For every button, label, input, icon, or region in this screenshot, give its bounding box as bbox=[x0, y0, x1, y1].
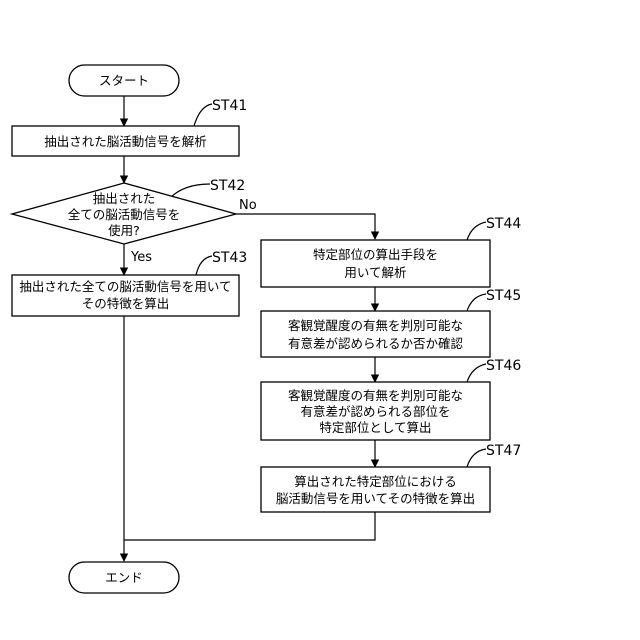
st43-text-line2: その特徴を算出 bbox=[82, 296, 170, 311]
step-st43: 抽出された全ての脳活動信号を用いて その特徴を算出 ST43 bbox=[12, 250, 247, 316]
st45-text-line2: 有意差が認められるか否か確認 bbox=[288, 336, 464, 351]
yes-label: Yes bbox=[130, 250, 152, 265]
leader-st44 bbox=[467, 222, 486, 240]
st46-text-line3: 特定部位として算出 bbox=[319, 420, 431, 435]
step-st41: 抽出された脳活動信号を解析 ST41 bbox=[12, 98, 247, 156]
step-st45: 客観覚醒度の有無を判別可能な 有意差が認められるか否か確認 ST45 bbox=[261, 288, 521, 357]
leader-st47 bbox=[467, 449, 486, 467]
st41-text: 抽出された脳活動信号を解析 bbox=[44, 134, 207, 149]
st42-text-line2: 全ての脳活動信号を bbox=[68, 207, 181, 222]
st42-text-line3: 使用? bbox=[108, 223, 140, 238]
st41-label: ST41 bbox=[212, 98, 247, 114]
st44-text-line1: 特定部位の算出手段を bbox=[313, 247, 438, 262]
st43-label: ST43 bbox=[212, 250, 247, 266]
st47-text-line2: 脳活動信号を用いてその特徴を算出 bbox=[276, 491, 475, 506]
connector-st42-st44 bbox=[236, 214, 375, 239]
end-label: エンド bbox=[105, 570, 143, 585]
leader-st42 bbox=[170, 184, 210, 198]
st46-text-line2: 有意差が認められる部位を bbox=[300, 404, 450, 419]
st45-text-line1: 客観覚醒度の有無を判別可能な bbox=[288, 318, 463, 333]
start-terminal: スタート bbox=[69, 65, 179, 96]
leader-st45 bbox=[467, 294, 486, 311]
st47-label: ST47 bbox=[486, 443, 521, 459]
end-terminal: エンド bbox=[69, 562, 179, 593]
st44-label: ST44 bbox=[486, 216, 521, 232]
connector-st47-merge bbox=[124, 512, 375, 540]
start-label: スタート bbox=[99, 73, 149, 88]
st46-text-line1: 客観覚醒度の有無を判別可能な bbox=[288, 388, 463, 403]
st43-text-line1: 抽出された全ての脳活動信号を用いて bbox=[19, 279, 231, 294]
st44-text-line2: 用いて解析 bbox=[344, 265, 406, 280]
step-st46: 客観覚醒度の有無を判別可能な 有意差が認められる部位を 特定部位として算出 ST… bbox=[261, 358, 521, 440]
st42-label: ST42 bbox=[210, 178, 245, 194]
st42-text-line1: 抽出された bbox=[93, 191, 156, 206]
leader-st46 bbox=[467, 364, 486, 382]
no-label: No bbox=[239, 198, 257, 213]
leader-st43 bbox=[196, 256, 212, 275]
st47-text-line1: 算出された特定部位における bbox=[294, 474, 457, 489]
step-st47: 算出された特定部位における 脳活動信号を用いてその特徴を算出 ST47 bbox=[261, 443, 521, 512]
step-st44: 特定部位の算出手段を 用いて解析 ST44 bbox=[261, 216, 521, 287]
leader-st41 bbox=[194, 104, 212, 126]
st45-label: ST45 bbox=[486, 288, 521, 304]
st46-label: ST46 bbox=[486, 358, 521, 374]
decision-st42: 抽出された 全ての脳活動信号を 使用? ST42 bbox=[12, 178, 245, 244]
